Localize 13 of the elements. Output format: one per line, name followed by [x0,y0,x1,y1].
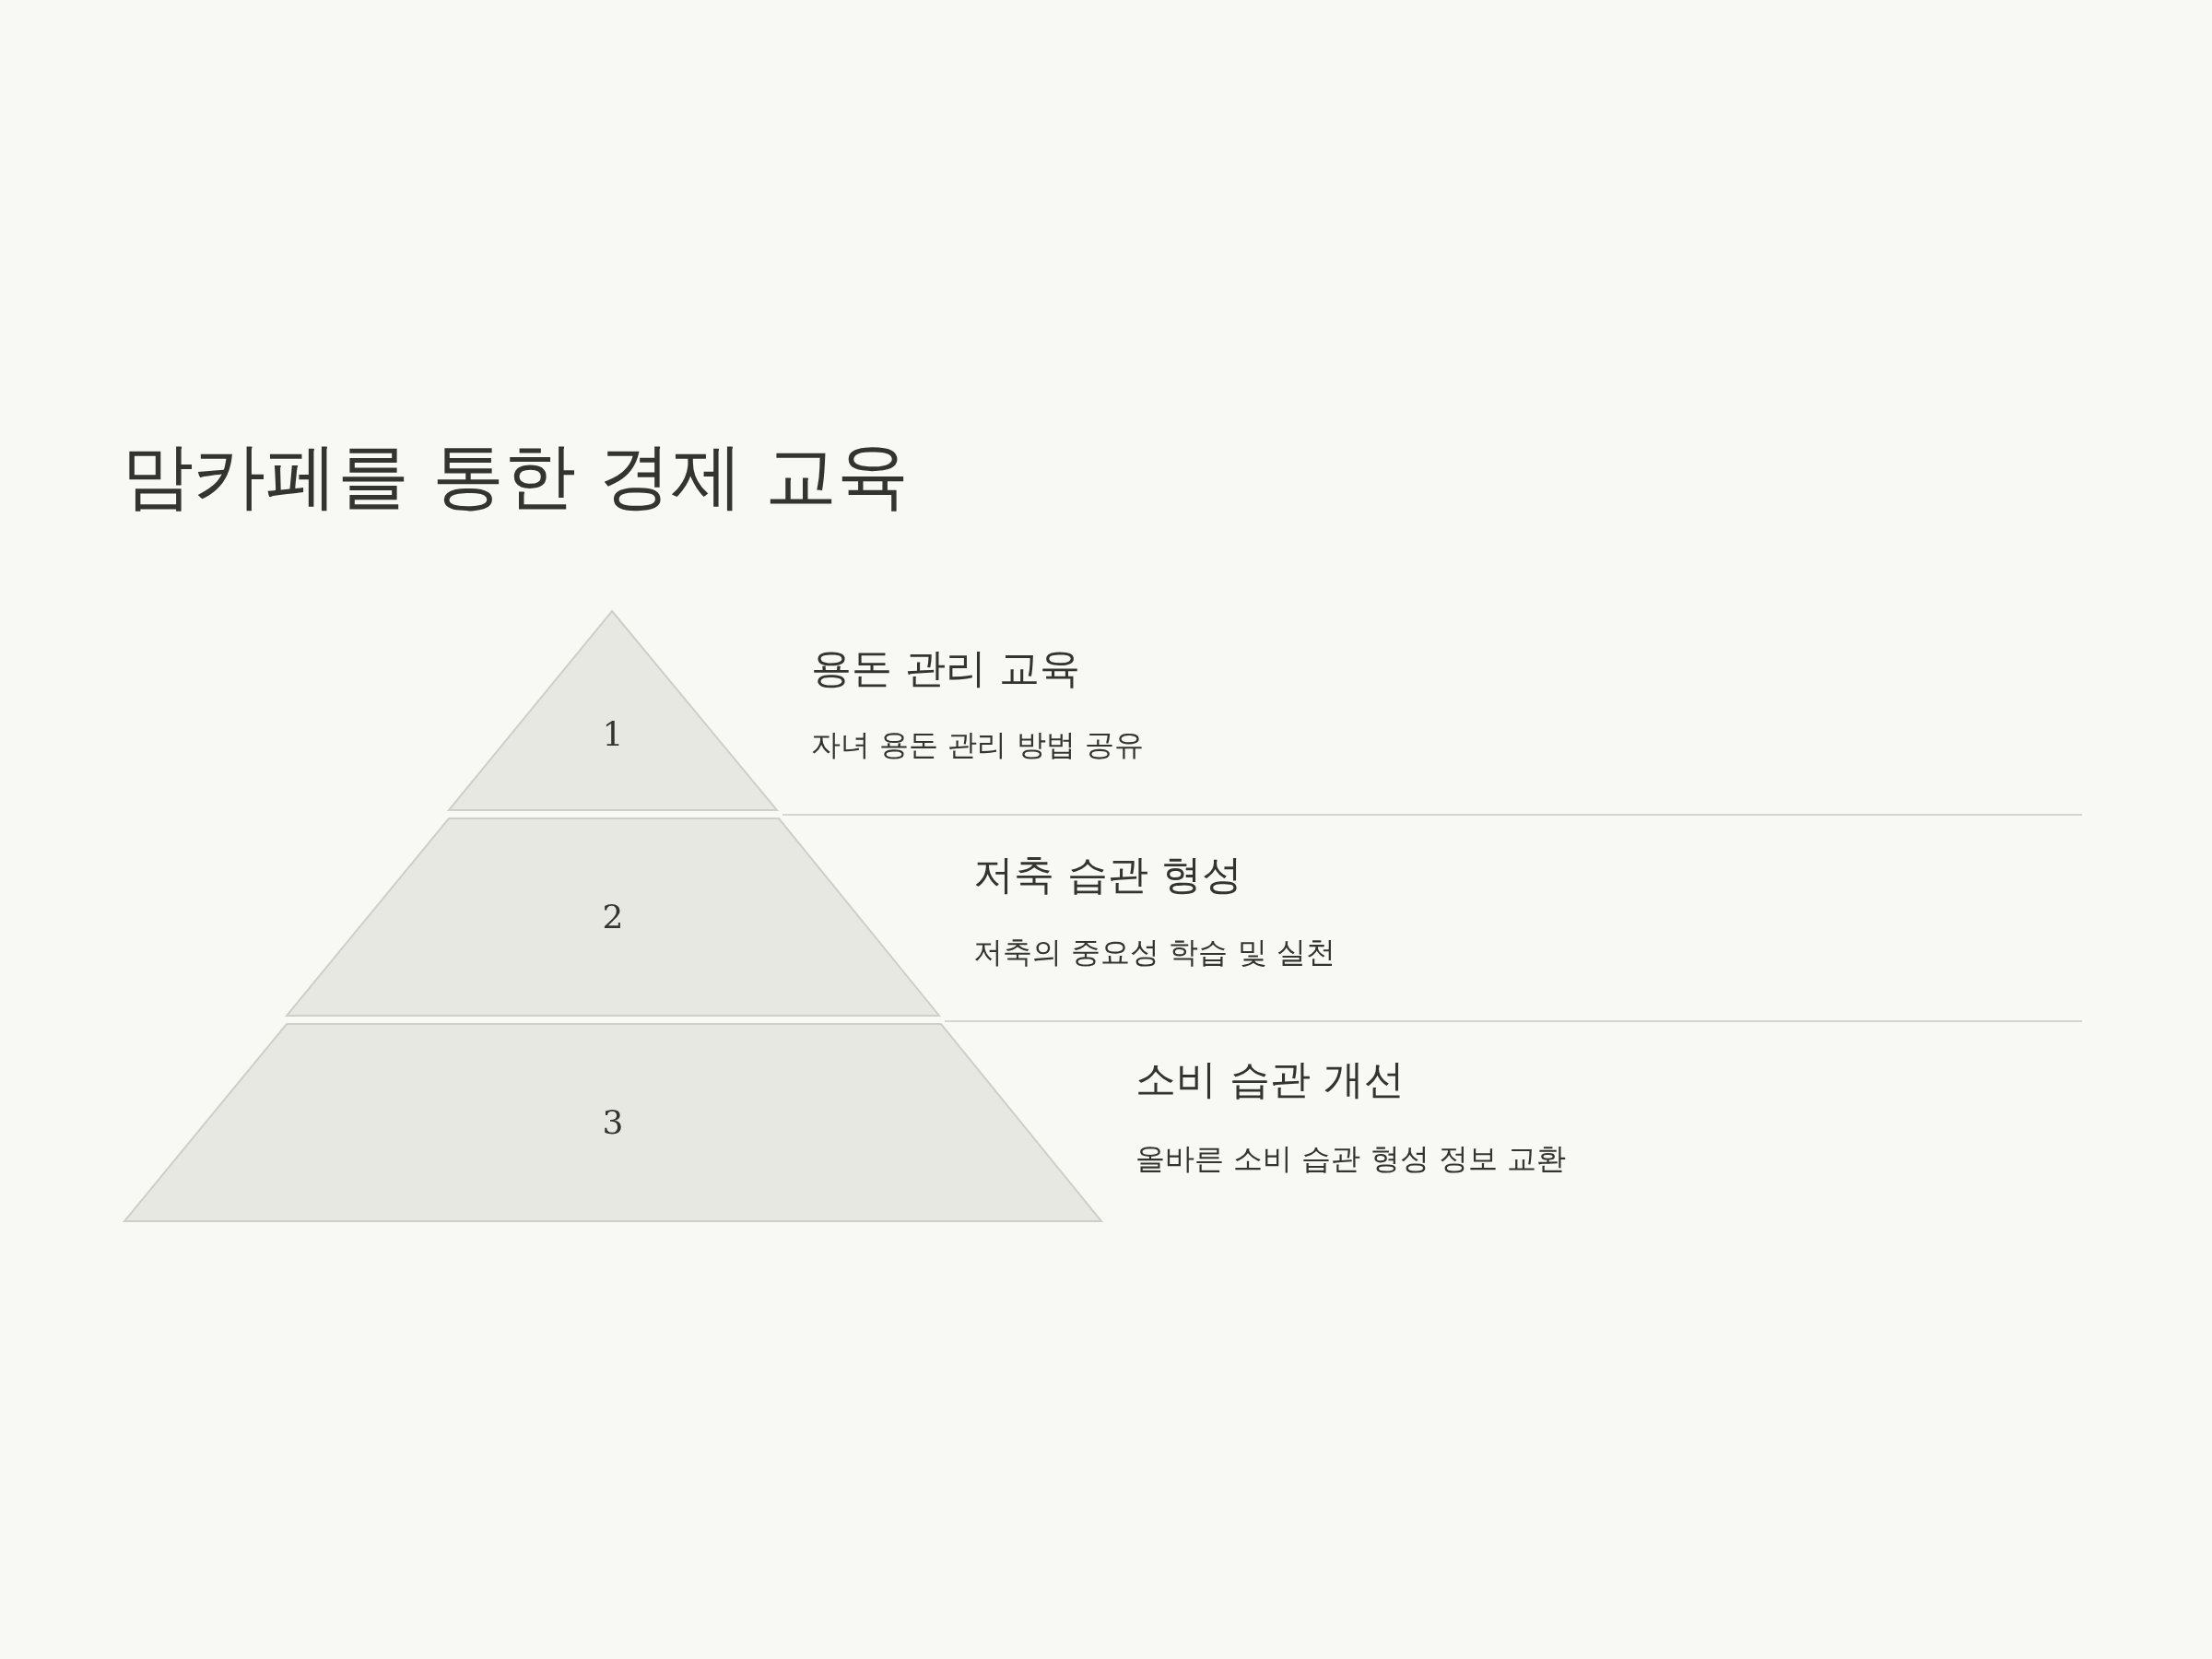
pyramid-segment [449,611,777,810]
level-heading: 저축 습관 형성 [973,850,1242,900]
level-description: 저축의 중요성 학습 및 실천 [973,934,1335,971]
level-description: 자녀 용돈 관리 방법 공유 [811,726,1144,763]
pyramid-segment [287,818,939,1016]
level-description: 올바른 소비 습관 형성 정보 교환 [1135,1140,1566,1177]
level-number: 2 [602,899,624,935]
level-number: 1 [602,716,624,753]
level-heading: 소비 습관 개선 [1135,1054,1405,1104]
level-heading: 용돈 관리 교육 [811,643,1080,693]
level-number: 3 [602,1104,624,1141]
pyramid-segment [124,1024,1101,1221]
title: 맘카페를 통한 경제 교육 [122,433,910,519]
